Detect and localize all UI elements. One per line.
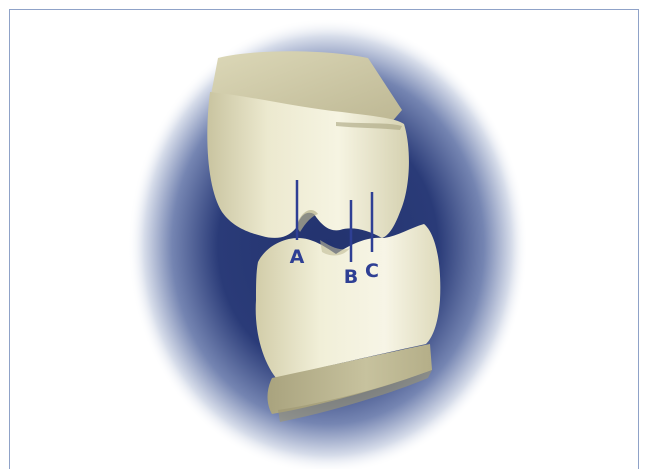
label-c: C xyxy=(365,260,379,282)
label-b: B xyxy=(344,266,358,288)
label-a: A xyxy=(290,246,305,268)
upper-tooth xyxy=(207,51,409,238)
